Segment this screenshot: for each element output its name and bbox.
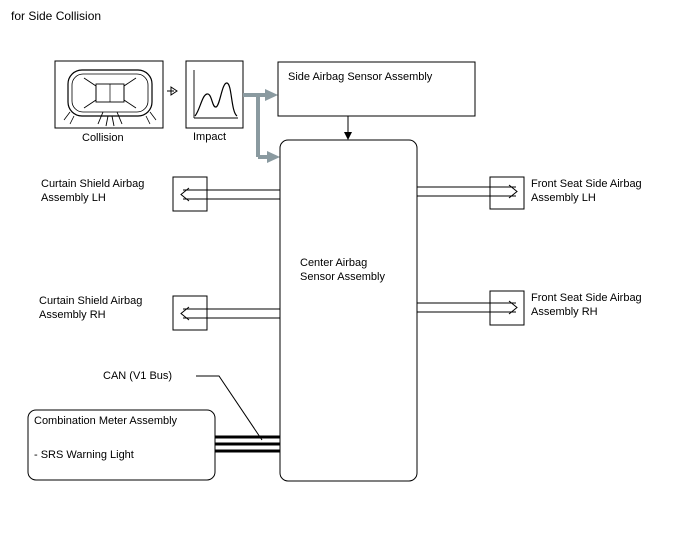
front-lh-label: Front Seat Side Airbag Assembly LH [531,178,642,204]
flow-arrowhead-icon [265,89,278,101]
side-sensor-label: Side Airbag Sensor Assembly [288,71,433,83]
front-rh-connector [417,290,525,326]
meter-item: - SRS Warning Light [34,449,134,461]
flow-arrowhead-icon [267,151,280,163]
impact-label: Impact [193,131,227,143]
small-arrow-icon [167,86,178,96]
can-label: CAN (V1 Bus) [103,370,173,382]
can-leader-line [196,375,263,441]
can-bus [215,435,280,453]
flow-arrow [243,93,268,159]
curtain-lh-connector [172,176,280,212]
curtain-rh-label: Curtain Shield Airbag Assembly RH [39,295,143,321]
curtain-rh-connector [172,295,280,331]
center-sensor-box [279,139,418,482]
diagram-title: for Side Collision [11,9,102,23]
front-lh-connector [417,176,525,210]
collision-label: Collision [82,132,124,144]
center-sensor-label: Center Airbag Sensor Assembly [300,257,385,283]
down-arrow-icon [344,132,352,140]
curtain-lh-label: Curtain Shield Airbag Assembly LH [41,178,145,204]
front-rh-label: Front Seat Side Airbag Assembly RH [531,292,642,318]
side-sensor-box [277,61,476,117]
meter-title: Combination Meter Assembly [34,415,178,427]
collision-image [54,60,164,129]
impact-graph [185,60,244,129]
